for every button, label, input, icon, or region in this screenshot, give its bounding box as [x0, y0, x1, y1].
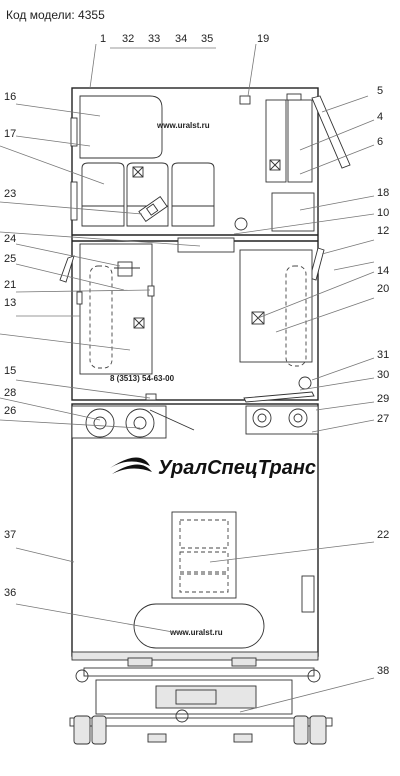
right-cabinets: [239, 93, 313, 183]
leader-lines: [0, 43, 375, 713]
model-code-label: Код модели: 4355: [6, 8, 105, 22]
upper-body-outline: [71, 87, 319, 401]
gearbox: [175, 689, 217, 705]
cable-reel-26: [125, 408, 155, 438]
callout-labels: 1 32 33 34 35 19 16 5 4 17 6 23 18 10 24…: [4, 33, 389, 677]
generator-bot: [179, 573, 229, 593]
wheel-mid-right: [233, 733, 253, 743]
hitch-right: [307, 669, 321, 683]
callout-16: 16: [4, 91, 16, 103]
callout-24: 24: [4, 233, 16, 245]
tow-bar: [149, 409, 195, 431]
sleeping-berth: [79, 95, 163, 159]
callout-36: 36: [4, 587, 16, 599]
callout-18: 18: [377, 187, 389, 199]
cable-reel-28: [85, 408, 115, 438]
callout-22: 22: [377, 529, 389, 541]
generator-22: [171, 511, 237, 599]
item-21: [147, 285, 155, 297]
site-url-bottom: www.uralst.ru: [169, 628, 223, 637]
bench-left: [79, 243, 153, 375]
wheel-front-right: [309, 715, 327, 745]
site-url-top: www.uralst.ru: [156, 121, 210, 130]
wheel-front-right-inner: [293, 715, 309, 745]
callout-6: 6: [377, 136, 383, 148]
brand-name: УралСпецТранс: [158, 457, 316, 479]
frame-top: [83, 667, 315, 677]
mount-left: [127, 657, 153, 667]
callout-20: 20: [377, 283, 389, 295]
callout-1: 1: [100, 33, 106, 45]
callout-15: 15: [4, 365, 16, 377]
wheel-front-left-inner: [91, 715, 107, 745]
stretcher-right: [285, 265, 307, 367]
phone-number: 8 (3513) 54-63-00: [110, 374, 175, 383]
callout-25: 25: [4, 253, 16, 265]
callout-19: 19: [257, 33, 269, 45]
cabinet-wide: [287, 99, 313, 183]
door-right-top: [311, 95, 351, 169]
stretcher-left: [89, 265, 113, 369]
callout-33: 33: [148, 33, 160, 45]
door-left-top: [70, 181, 78, 221]
brand-logo: УралСпецТранс: [110, 457, 316, 479]
chassis: [69, 651, 333, 745]
upper-compartment: [71, 87, 319, 401]
side-hatch: [301, 575, 315, 613]
generator-top: [179, 519, 229, 549]
axle: [69, 717, 333, 727]
callout-38: 38: [377, 665, 389, 677]
callout-26: 26: [4, 405, 16, 417]
callout-13: 13: [4, 297, 16, 309]
item-13: [76, 291, 83, 305]
seats-row: [81, 162, 215, 227]
callout-10: 10: [377, 207, 389, 219]
round-seat: [234, 217, 248, 231]
reel-box-right: [245, 405, 319, 435]
callout-35: 35: [201, 33, 213, 45]
callout-37: 37: [4, 529, 16, 541]
callout-5: 5: [377, 85, 383, 97]
callout-23: 23: [4, 188, 16, 200]
gauge-31: [298, 376, 312, 390]
chassis-rail-top: [71, 651, 319, 661]
callout-21: 21: [4, 279, 16, 291]
callout-32: 32: [122, 33, 134, 45]
hitch-left: [75, 669, 89, 683]
item-15: [145, 393, 157, 401]
wheel-mid-left: [147, 733, 167, 743]
vice-24: [117, 261, 133, 277]
callout-31: 31: [377, 349, 389, 361]
hose-reel-29: [252, 408, 272, 428]
generator-frame: [171, 511, 237, 599]
callout-34: 34: [175, 33, 187, 45]
callout-27: 27: [377, 413, 389, 425]
callout-4: 4: [377, 111, 383, 123]
wheel-front-left: [73, 715, 91, 745]
transfer-case: [175, 709, 189, 723]
generator-mid: [179, 551, 229, 573]
mount-right: [231, 657, 257, 667]
callout-14: 14: [377, 265, 389, 277]
table-18: [271, 192, 315, 232]
seat-left: [81, 162, 125, 227]
hose-reel-27: [288, 408, 308, 428]
callout-12: 12: [377, 225, 389, 237]
shelf-30: [243, 391, 315, 403]
callout-28: 28: [4, 387, 16, 399]
callout-29: 29: [377, 393, 389, 405]
callout-17: 17: [4, 128, 16, 140]
bench-right: [239, 249, 313, 363]
vent-unit-top: [286, 93, 302, 101]
tank-36: [133, 603, 265, 649]
seat-right: [171, 162, 215, 227]
vent-unit-19: [239, 95, 251, 105]
step-23: [177, 237, 235, 253]
door-right-middle: [309, 247, 325, 281]
middle-zone: [76, 243, 313, 401]
window-left: [70, 117, 78, 147]
callout-30: 30: [377, 369, 389, 381]
